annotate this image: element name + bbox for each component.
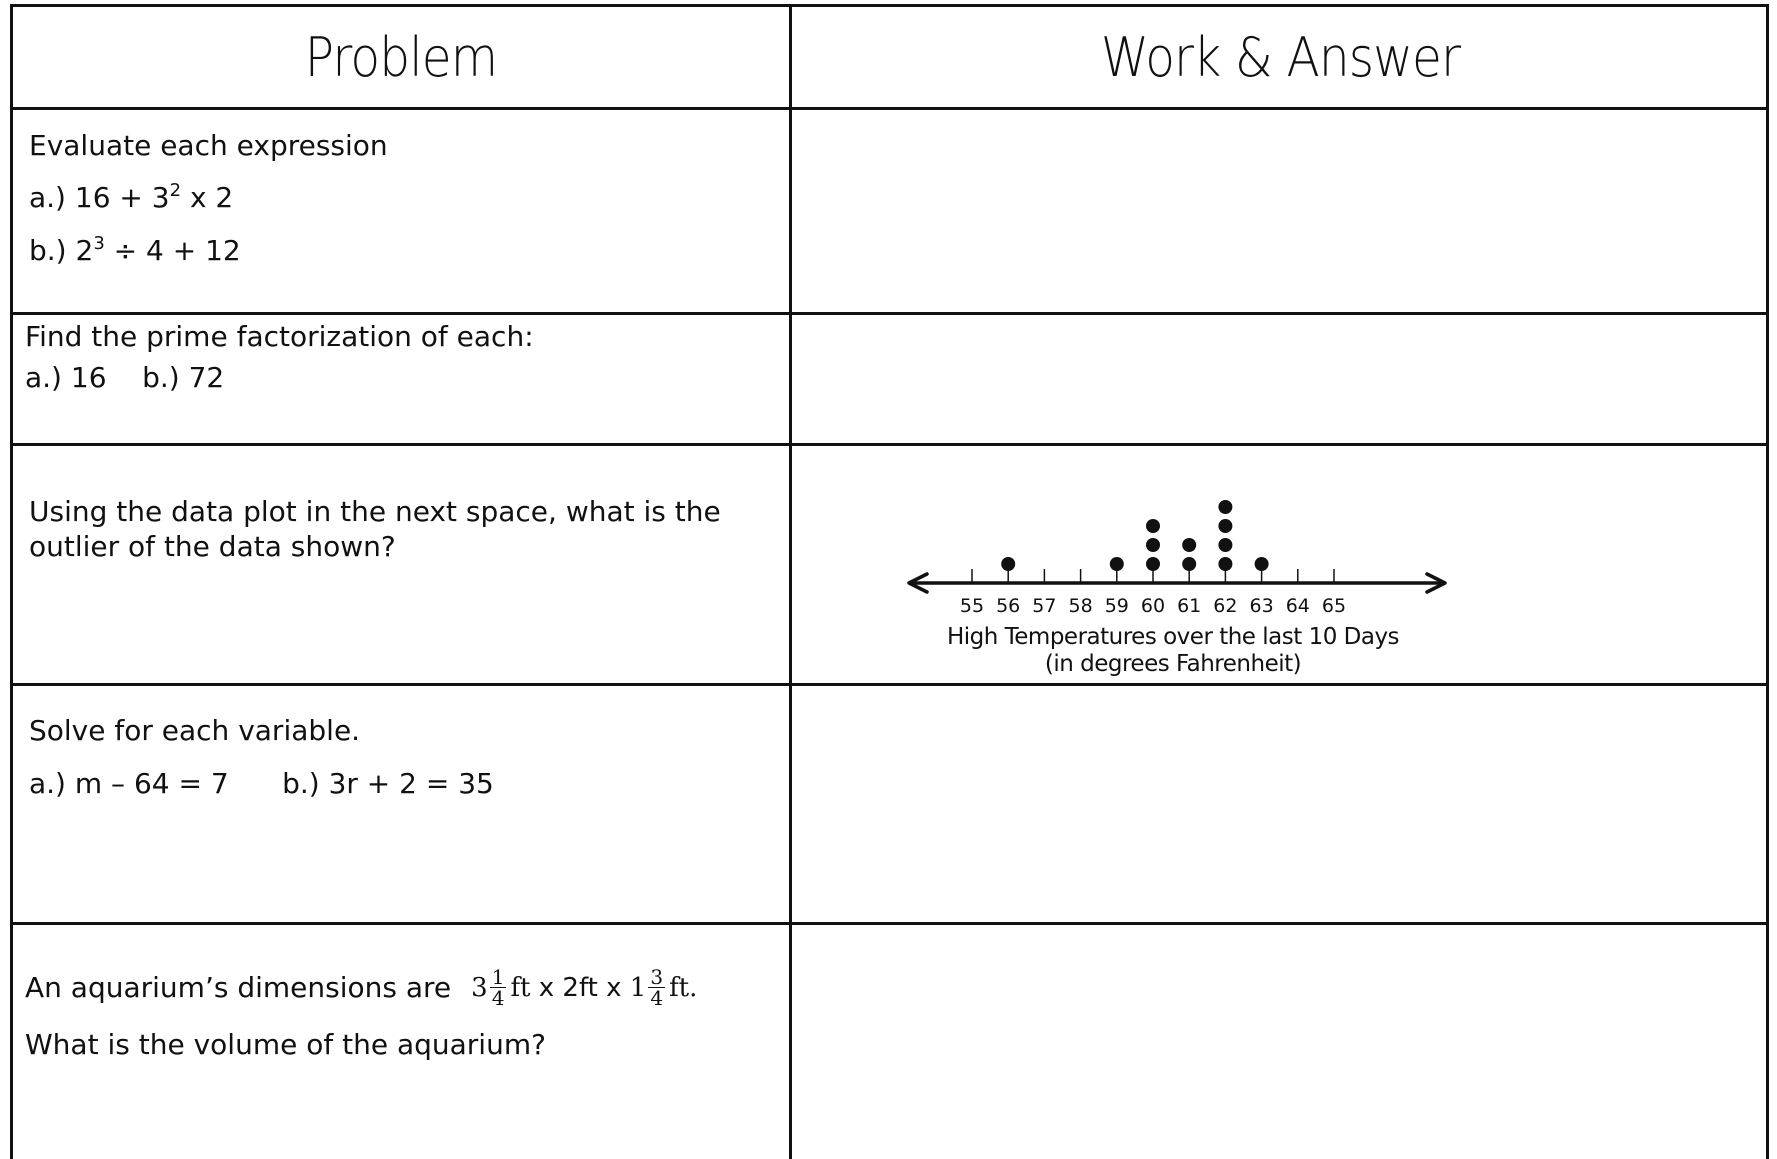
row-divider: [13, 683, 1766, 686]
tick-label: 58: [1069, 595, 1093, 617]
plot-title: High Temperatures over the last 10 Days: [946, 624, 1400, 650]
row-divider: [13, 312, 1766, 315]
tick-label: 55: [960, 595, 984, 617]
tick-label: 57: [1032, 595, 1056, 617]
axis-arrow-left: [907, 572, 929, 594]
axis-arrow-right: [1425, 572, 1447, 594]
tick-label: 63: [1250, 595, 1274, 617]
row2-parts: a.) 16 b.) 72: [25, 361, 225, 394]
data-dot: [1182, 557, 1197, 571]
tick-label: 65: [1322, 595, 1346, 617]
tick-label: 56: [996, 595, 1020, 617]
tick-label: 62: [1213, 595, 1237, 617]
data-dot: [1001, 557, 1016, 571]
row3-line1: Using the data plot in the next space, w…: [29, 495, 721, 528]
row1-part-a: a.) 16 + 32 x 2: [29, 180, 234, 214]
row4-title: Solve for each variable.: [29, 714, 361, 747]
row3-line2: outlier of the data shown?: [29, 530, 396, 563]
column-divider: [789, 7, 792, 1159]
row1-part-b: b.) 23 ÷ 4 + 12: [29, 233, 241, 267]
tick-label: 61: [1177, 595, 1201, 617]
row5-line2: What is the volume of the aquarium?: [25, 1028, 546, 1061]
header-work-answer: Work & Answer: [1100, 25, 1461, 89]
data-dot: [1182, 538, 1197, 552]
data-dot: [1109, 557, 1124, 571]
data-dot: [1146, 557, 1160, 571]
row-divider: [13, 922, 1766, 925]
data-dot: [1218, 557, 1233, 571]
row4-parts: a.) m – 64 = 7 b.) 3r + 2 = 35: [29, 767, 494, 800]
header-problem: Problem: [304, 25, 498, 89]
data-dot: [1218, 538, 1233, 552]
row-divider: [13, 443, 1766, 446]
tick-label: 59: [1105, 595, 1129, 617]
row-divider: [13, 107, 1766, 110]
plot-subtitle: (in degrees Fahrenheit): [1044, 651, 1302, 677]
tick-label: 60: [1141, 595, 1165, 617]
worksheet-table: Problem Work & Answer Evaluate each expr…: [10, 4, 1769, 1159]
dot-plot-svg: 55 56 57 58 59 60 61 62 63 64 65: [907, 500, 1447, 617]
tick-label: 64: [1286, 595, 1310, 617]
data-dot: [1146, 519, 1160, 533]
row1-title: Evaluate each expression: [29, 129, 388, 162]
data-dot: [1218, 519, 1233, 533]
row2-title: Find the prime factorization of each:: [25, 320, 534, 353]
data-dot: [1218, 500, 1233, 514]
dot-plot: 55 56 57 58 59 60 61 62 63 64 65: [893, 487, 1453, 687]
data-dot: [1254, 557, 1269, 571]
data-dot: [1146, 538, 1160, 552]
